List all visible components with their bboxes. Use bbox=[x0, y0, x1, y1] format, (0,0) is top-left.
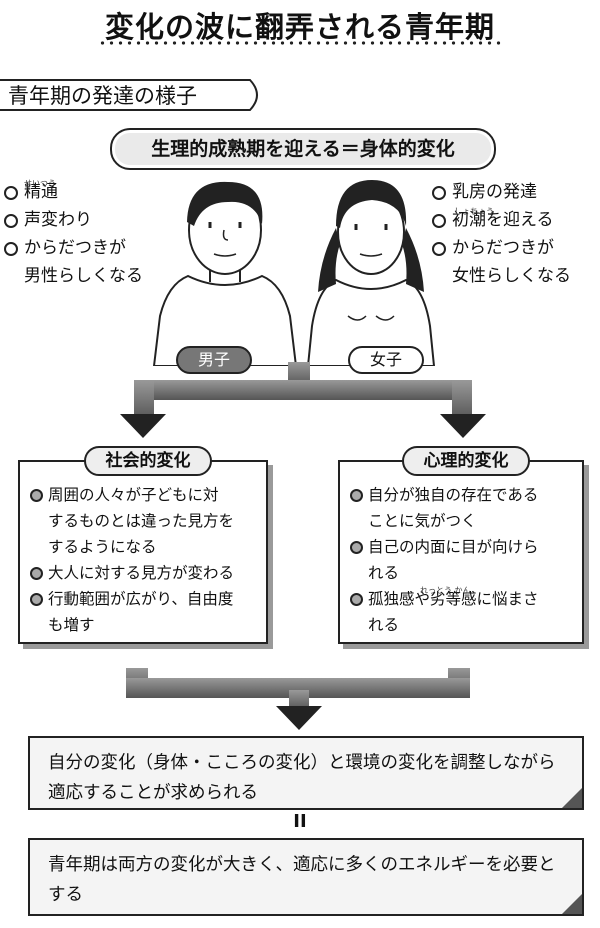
psych-change-list: 自分が独自の存在である ことに気がつく 自己の内面に目が向けら れる れっとう … bbox=[348, 482, 582, 638]
section-label: 青年期の発達の様子 bbox=[8, 84, 197, 108]
boy-illustration bbox=[152, 181, 298, 366]
result-box-adaptation: 自分の変化（身体・こころの変化）と環境の変化を調整しながら適応することが求められ… bbox=[28, 736, 584, 810]
male-item-1: せいつう 精通 bbox=[2, 178, 172, 206]
female-item-1: 乳房の発達 bbox=[430, 178, 600, 206]
psych-item-3: れっとう かん 孤独感や劣等感に悩まさ bbox=[348, 586, 582, 612]
male-item-3-cont: 男性らしくなる bbox=[24, 266, 143, 286]
top-box-label: 生理的成熟期を迎える＝身体的変化 bbox=[151, 138, 455, 160]
psych-item-2-cont: れる bbox=[368, 564, 400, 582]
social-item-2: 大人に対する見方が変わる bbox=[28, 560, 266, 586]
page-curl-icon bbox=[562, 894, 582, 914]
psych-change-box bbox=[338, 460, 584, 644]
page-title: 変化の波に翻弄される青年期 bbox=[104, 10, 495, 44]
arrow-down-icon bbox=[440, 414, 486, 438]
psych-item-3-ruby: れっとう かん bbox=[420, 586, 471, 595]
page-curl-icon bbox=[562, 788, 582, 808]
psych-item-1: 自分が独自の存在である bbox=[348, 482, 582, 508]
right-branch bbox=[452, 380, 472, 420]
result-box-energy: 青年期は両方の変化が大きく、適応に多くのエネルギーを必要とする bbox=[28, 838, 584, 916]
male-tag: 男子 bbox=[176, 346, 252, 374]
merge-stem bbox=[289, 690, 309, 710]
female-item-3-cont: 女性らしくなる bbox=[452, 266, 571, 286]
male-item-3: からだつきが bbox=[2, 234, 172, 262]
title-underline-dots bbox=[98, 40, 502, 46]
social-change-box bbox=[18, 460, 268, 644]
female-tag: 女子 bbox=[348, 346, 424, 374]
split-bar bbox=[138, 380, 472, 400]
psych-change-title: 心理的変化 bbox=[402, 446, 530, 476]
social-item-3: 行動範囲が広がり、自由度 bbox=[28, 586, 266, 612]
arrow-down-icon bbox=[120, 414, 166, 438]
girl-illustration bbox=[306, 180, 436, 366]
section-tab-shape bbox=[0, 79, 258, 111]
male-item-2: 声変わり bbox=[2, 206, 172, 234]
female-item-3: からだつきが bbox=[430, 234, 600, 262]
psych-item-1-cont: ことに気がつく bbox=[368, 512, 477, 530]
social-change-title: 社会的変化 bbox=[84, 446, 212, 476]
male-item-1-ruby: せいつう bbox=[24, 179, 56, 188]
social-change-list: 周囲の人々が子どもに対 するものとは違った見方を するようになる 大人に対する見… bbox=[28, 482, 266, 638]
male-change-list: せいつう 精通 声変わり からだつきが 男性らしくなる bbox=[2, 178, 172, 290]
equals-sign: II bbox=[293, 811, 307, 832]
social-item-1: 周囲の人々が子どもに対 bbox=[28, 482, 266, 508]
female-item-2: しょちょう 初潮を迎える bbox=[430, 206, 600, 234]
female-change-list: 乳房の発達 しょちょう 初潮を迎える からだつきが 女性らしくなる bbox=[430, 178, 600, 290]
social-item-1-cont: するようになる bbox=[48, 538, 157, 556]
merge-bar bbox=[126, 678, 470, 698]
social-item-3-cont: も増す bbox=[48, 616, 95, 634]
left-branch bbox=[134, 380, 154, 420]
top-box bbox=[110, 128, 496, 170]
psych-item-3-cont: れる bbox=[368, 616, 400, 634]
social-item-1-cont: するものとは違った見方を bbox=[48, 512, 235, 530]
psych-item-2: 自己の内面に目が向けら bbox=[348, 534, 582, 560]
female-item-2-ruby: しょちょう bbox=[454, 207, 494, 216]
arrow-down-icon bbox=[276, 706, 322, 730]
